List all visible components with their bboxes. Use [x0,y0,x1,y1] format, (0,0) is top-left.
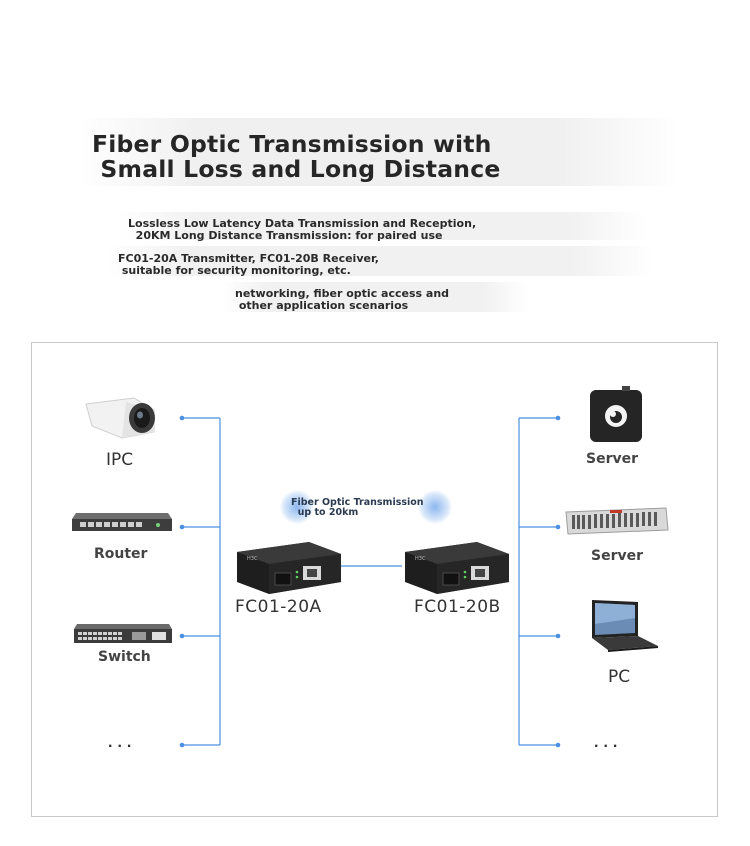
transmitter-brand: H3C [247,556,258,562]
server-tower-icon [590,386,642,442]
right-link-dots [555,415,561,748]
feature-band-2 [108,246,652,276]
right-more-ellipsis: ... [594,734,623,751]
left-links [182,417,221,746]
left-more-ellipsis: ... [108,734,137,751]
feature-band-1 [118,212,646,240]
receiver-brand: H3C [415,556,426,562]
server-rack-icon [565,507,669,535]
switch-label: Switch [98,649,151,665]
router-icon [72,513,172,531]
transmitter-label: FC01-20A [235,597,322,617]
ipc-camera-icon [85,397,155,439]
right-links [518,417,558,746]
feature-text-3: networking, fiber optic access and other… [235,287,450,312]
switch-icon [74,624,172,643]
feature-text-2: FC01-20A Transmitter, FC01-20B Receiver,… [118,252,379,277]
server-label-2: Server [591,548,644,564]
fiber-glow-left [280,490,314,524]
fiber-glow-right [418,490,452,524]
left-link-dots [179,415,185,748]
page-title: Fiber Optic Transmission with Small Loss… [92,130,501,183]
laptop-icon [592,600,658,652]
receiver-device-icon [405,542,509,594]
feature-band-3 [222,282,528,312]
fiber-transmission-note: Fiber Optic Transmission up to 20km [291,497,424,518]
feature-text-1: Lossless Low Latency Data Transmission a… [128,217,477,242]
network-diagram-frame [31,342,718,817]
server-label-1: Server [586,451,639,467]
title-band [80,118,678,186]
router-label: Router [94,546,148,562]
transmitter-device-icon [237,542,341,594]
receiver-label: FC01-20B [414,597,501,617]
pc-label: PC [608,667,631,687]
ipc-label: IPC [106,450,134,470]
